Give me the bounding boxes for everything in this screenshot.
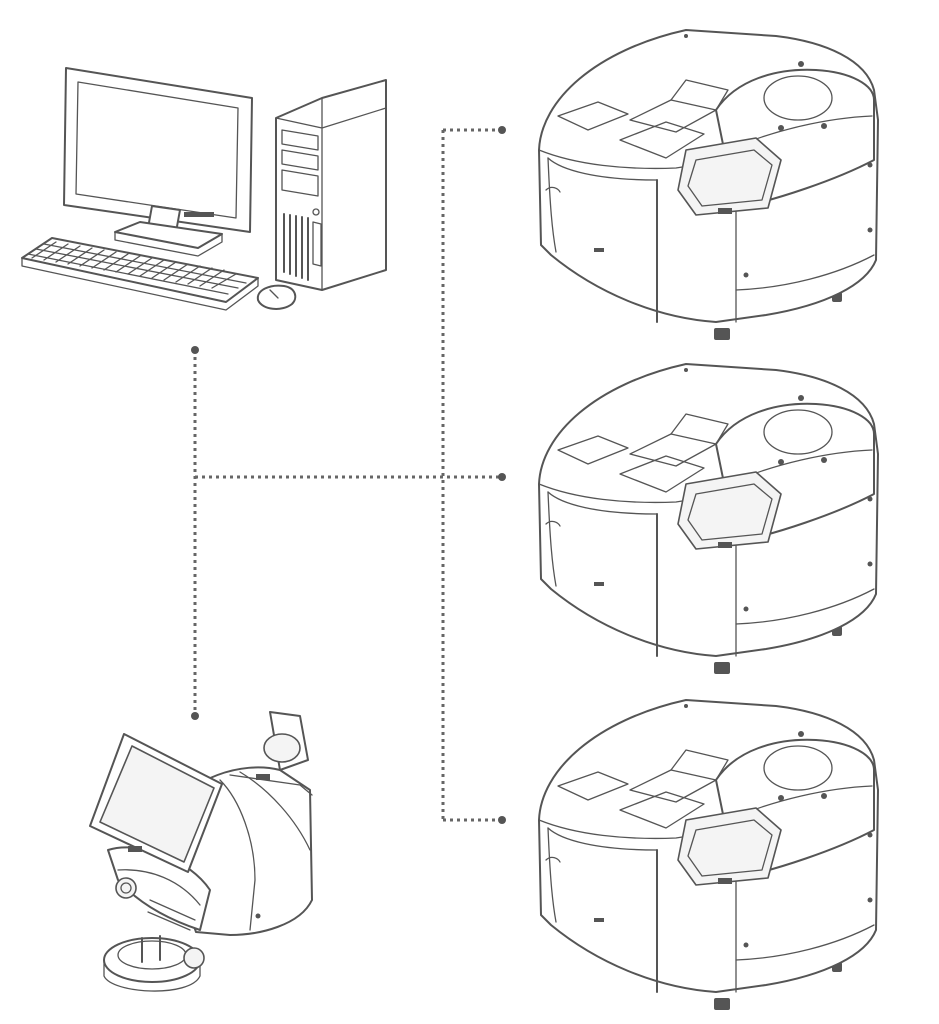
computer-tower-icon — [275, 79, 387, 291]
desktop-computer-icon — [21, 67, 387, 311]
lens-meter-icon — [89, 711, 313, 992]
mouse-icon — [256, 284, 297, 310]
monitor-icon — [63, 67, 253, 233]
endpoint-edger-2 — [498, 473, 506, 481]
endpoint-edger-1 — [498, 126, 506, 134]
endpoint-lensmeter — [191, 712, 199, 720]
keyboard-icon — [21, 237, 259, 311]
connection-lines — [191, 126, 506, 824]
lens-edger-icon — [538, 29, 879, 341]
lens-edger-icon — [538, 363, 879, 675]
endpoint-computer — [191, 346, 199, 354]
endpoint-edger-3 — [498, 816, 506, 824]
lens-edger-icon — [538, 699, 879, 1011]
